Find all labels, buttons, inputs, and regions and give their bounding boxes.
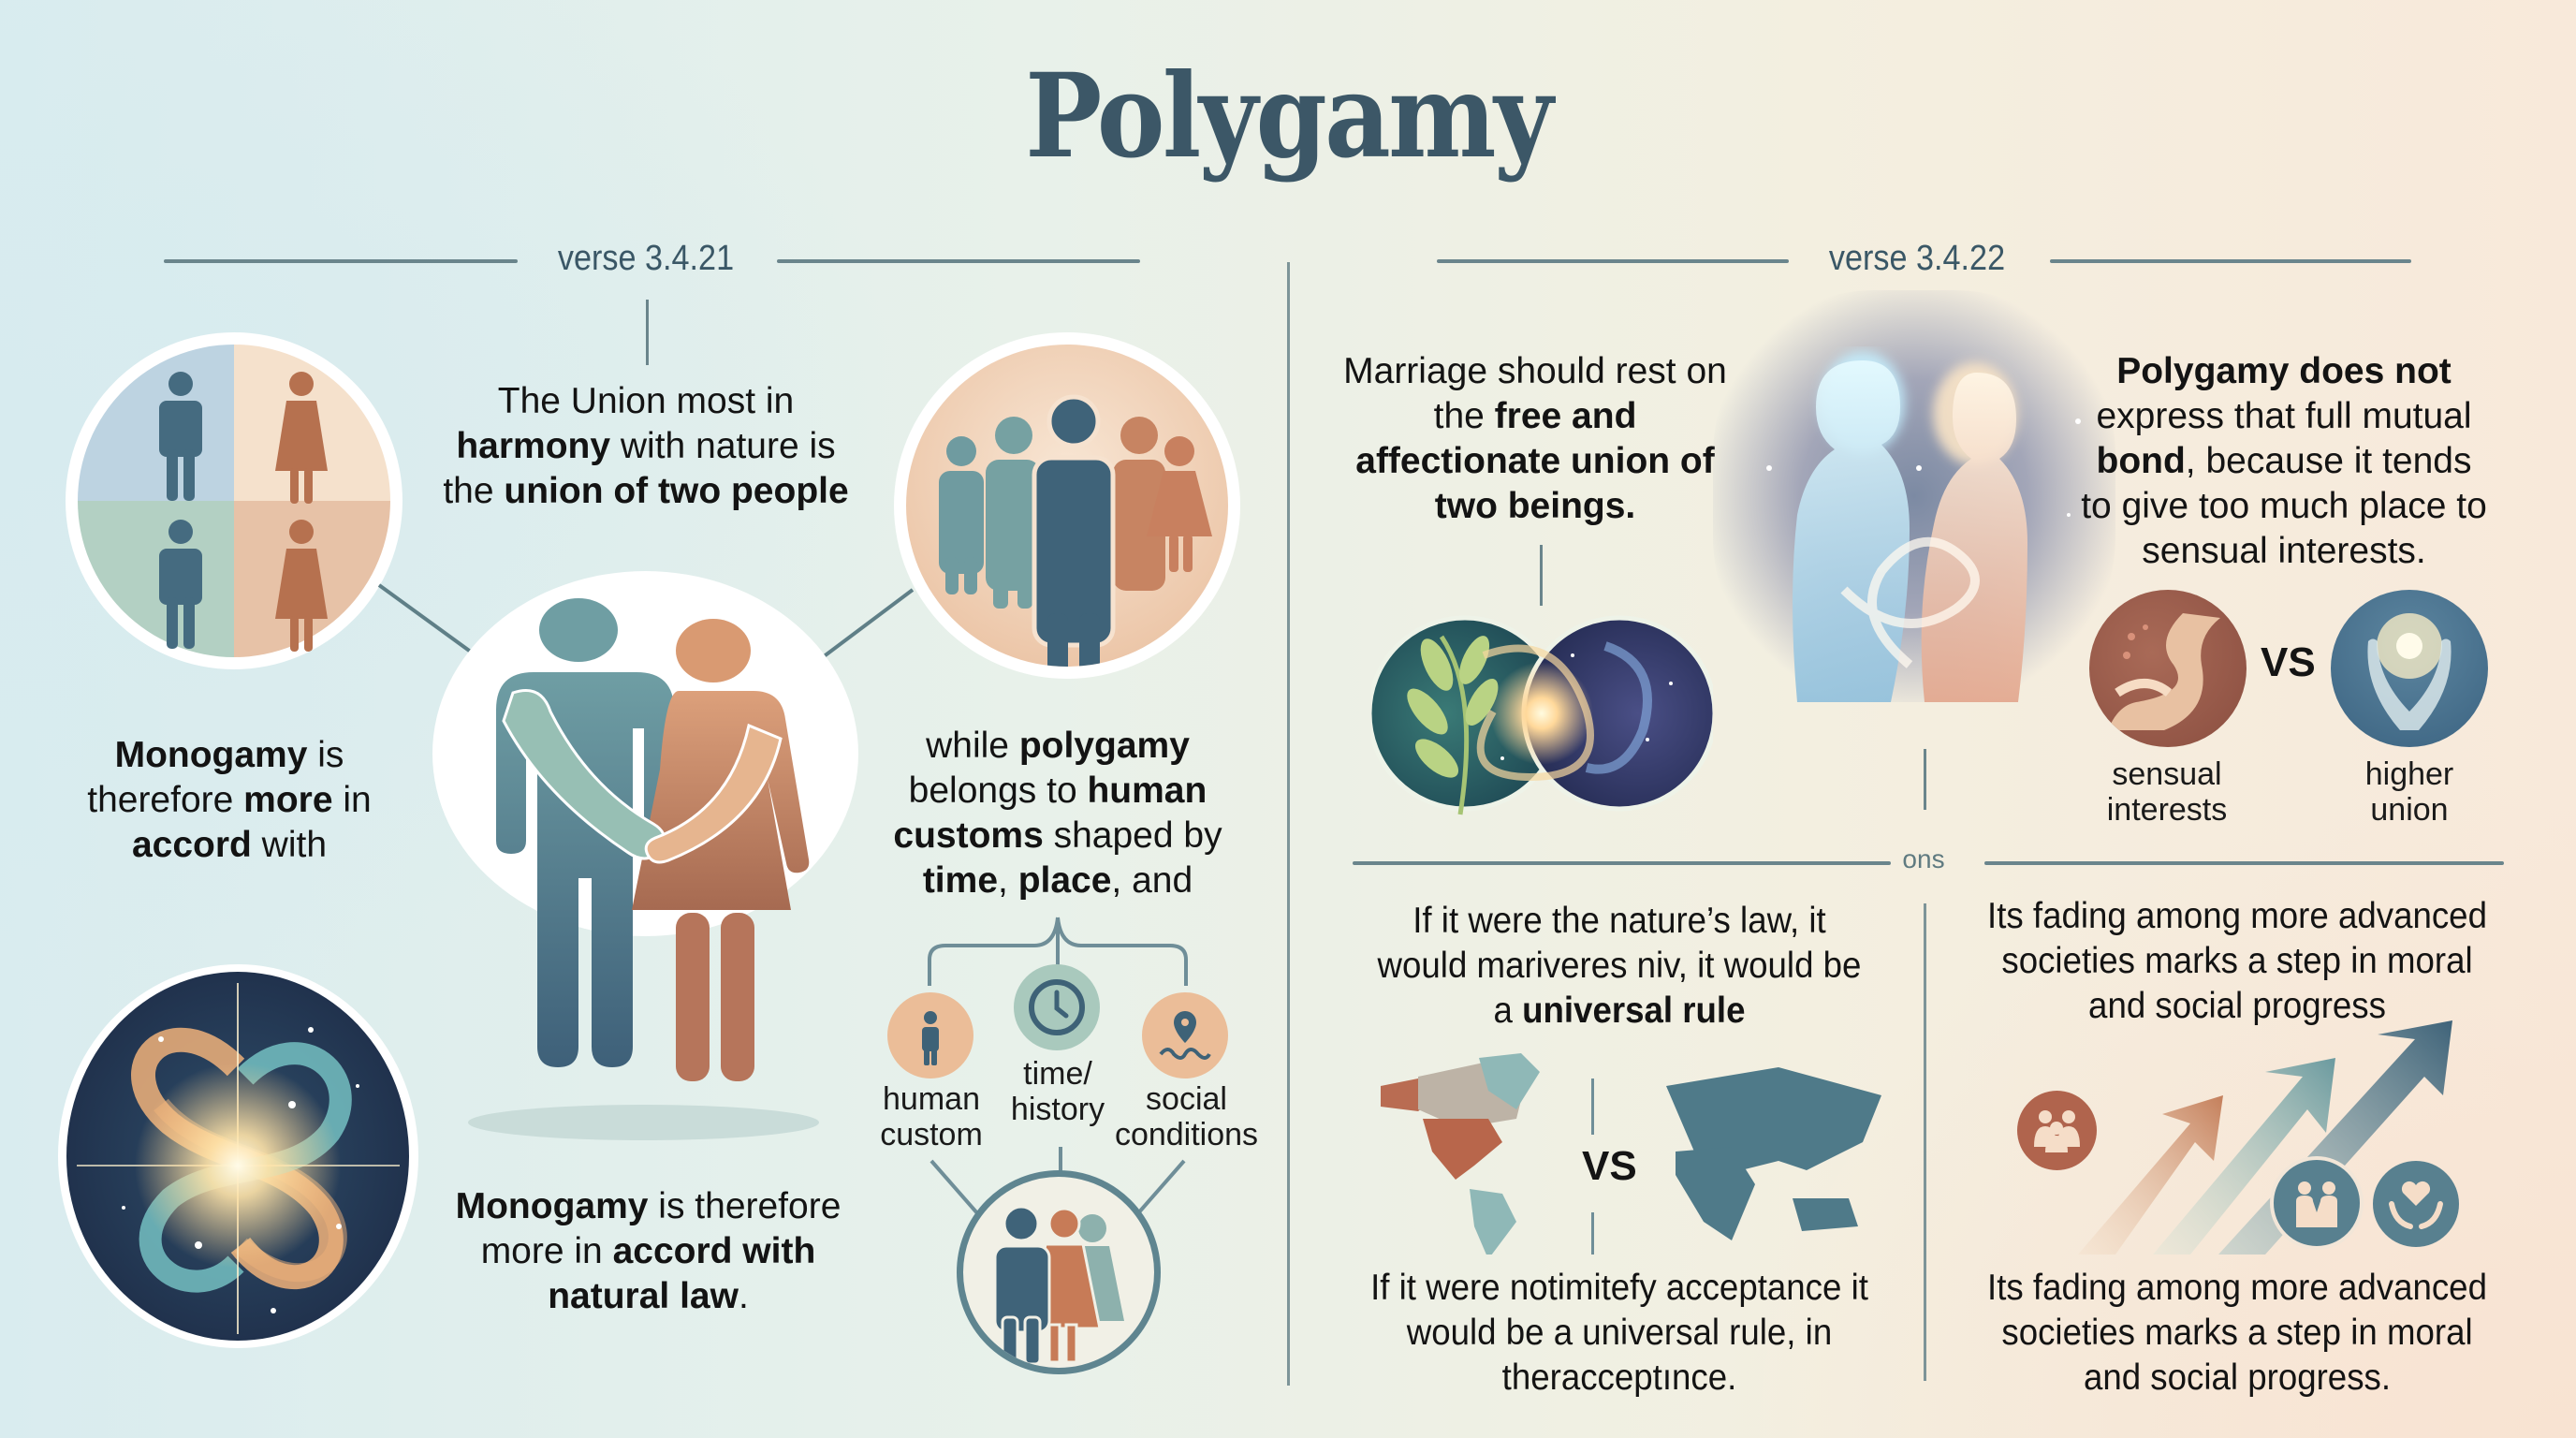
world-maps-comparison: VS xyxy=(1381,1053,1881,1255)
nature-cosmos-union-icon xyxy=(1371,615,1713,815)
vs-label: VS xyxy=(2261,639,2316,685)
polygamy-customs-text: while polygamy belongs to human customs … xyxy=(893,726,1222,901)
connector-line xyxy=(817,588,915,662)
connector-line xyxy=(1540,545,1543,606)
person-icon xyxy=(887,992,973,1078)
couple-shadow xyxy=(468,1105,819,1140)
higher-union-icon xyxy=(2331,590,2488,747)
verse-rule-right xyxy=(777,259,1140,263)
glowing-couple-embrace-icon xyxy=(1766,351,2081,702)
sub-divider-left xyxy=(1353,861,1891,865)
heart-hands-icon xyxy=(2373,1161,2459,1247)
couple-icon xyxy=(2270,1156,2364,1250)
americas-map-icon xyxy=(1381,1053,1540,1255)
sensual-interests-icon xyxy=(2089,590,2247,747)
glowing-figures-backdrop xyxy=(1713,290,2115,702)
fading-progress-text-top: Its fading among more advanced societies… xyxy=(1987,896,2487,1026)
connector-line xyxy=(1924,749,1926,810)
verse-label-3-4-22: verse 3.4.22 xyxy=(1828,239,2006,278)
verse-rule-left xyxy=(1437,259,1789,263)
section-divider xyxy=(1287,262,1290,1386)
clock-icon xyxy=(1014,964,1100,1050)
connector-line xyxy=(377,583,484,662)
men-women-pairs-icon xyxy=(66,332,402,669)
family-group-icon xyxy=(957,1170,1161,1374)
sub-divider-label: ons xyxy=(1902,844,1945,873)
verse-label-3-4-21: verse 3.4.21 xyxy=(557,239,735,278)
union-harmony-text: The Union most in harmony with nature is… xyxy=(443,381,849,511)
polygamous-group-icon xyxy=(894,332,1240,679)
page-title: Polygamy xyxy=(1025,49,1553,184)
monogamy-accord-text: Monogamy is therefore more in accord wit… xyxy=(87,735,372,865)
column-divider xyxy=(1924,903,1926,1381)
family-icon xyxy=(2017,1091,2097,1170)
couple-holding-hands-icon xyxy=(496,598,810,1081)
fading-progress-text-bottom: Its fading among more advanced societies… xyxy=(1987,1268,2487,1398)
location-pin-icon xyxy=(1142,992,1228,1078)
monogamy-natural-law-text: Monogamy is therefore more in accord wit… xyxy=(455,1186,842,1316)
sub-divider-right xyxy=(1984,861,2504,865)
factor-label-time-history: time/history xyxy=(1010,1056,1105,1127)
verse-rule-left xyxy=(164,259,518,263)
intertwined-infinity-cosmic-icon xyxy=(58,964,418,1348)
nature-law-text: If it were the nature’s law, it would ma… xyxy=(1377,901,1862,1031)
maps-vs-label: VS xyxy=(1582,1143,1637,1189)
connector-line xyxy=(646,300,649,365)
marriage-union-text: Marriage should rest on the free and aff… xyxy=(1343,351,1727,526)
eastern-hemisphere-map-icon xyxy=(1666,1067,1881,1240)
acceptance-text: If it were notimitefy acceptance it woul… xyxy=(1370,1268,1868,1398)
polygamy-not-bond-text: Polygamy does not express that full mutu… xyxy=(2081,351,2487,571)
verse-rule-right xyxy=(2050,259,2411,263)
